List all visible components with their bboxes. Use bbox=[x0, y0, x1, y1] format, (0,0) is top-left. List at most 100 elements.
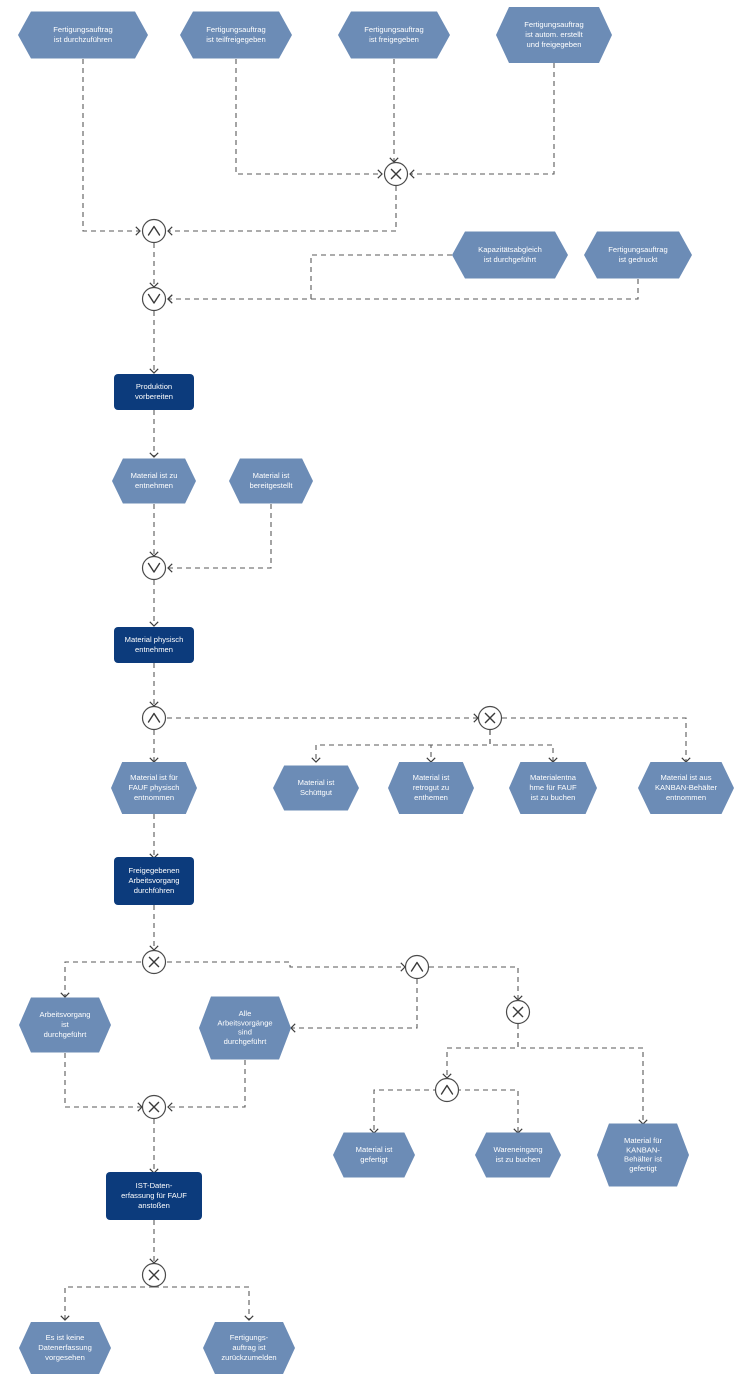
edge-e2-to-c1 bbox=[235, 59, 383, 179]
connector-and[interactable] bbox=[404, 954, 430, 980]
event-hexagon bbox=[452, 231, 568, 279]
xor-glyph-icon bbox=[148, 1269, 160, 1281]
arrowhead-icon bbox=[149, 368, 159, 374]
event-hexagon bbox=[584, 231, 692, 279]
edge-c10-to-e16 bbox=[369, 1089, 447, 1134]
event-hexagon bbox=[19, 997, 111, 1053]
connector-xor[interactable] bbox=[383, 161, 409, 187]
or-glyph-icon bbox=[147, 293, 161, 304]
and-connector-circle bbox=[141, 218, 167, 244]
connector-or[interactable] bbox=[141, 286, 167, 312]
event-hexagon bbox=[638, 762, 734, 814]
connector-xor[interactable] bbox=[477, 705, 503, 731]
event-hexagon bbox=[273, 765, 359, 811]
xor-glyph-icon bbox=[512, 1006, 524, 1018]
connector-xor[interactable] bbox=[505, 999, 531, 1025]
connector-and[interactable] bbox=[141, 705, 167, 731]
edges-layer bbox=[60, 59, 691, 1321]
function-rect bbox=[106, 1172, 202, 1220]
edge-c6-to-e11 bbox=[426, 730, 491, 763]
connector-or[interactable] bbox=[141, 555, 167, 581]
edge-c9-to-c10 bbox=[442, 1024, 519, 1079]
connector-and[interactable] bbox=[434, 1077, 460, 1103]
arrowhead-icon bbox=[244, 1315, 254, 1321]
edge-c9-to-e18 bbox=[517, 1024, 648, 1125]
or-connector-circle bbox=[141, 286, 167, 312]
edge-c3-to-f1 bbox=[149, 311, 159, 374]
edge-e14-to-c11 bbox=[64, 1053, 143, 1112]
event-hexagon bbox=[229, 458, 313, 504]
edge-c2-to-c3 bbox=[149, 243, 159, 288]
edge-e6-to-c3 bbox=[167, 279, 639, 304]
xor-glyph-icon bbox=[390, 168, 402, 180]
arrowhead-icon bbox=[60, 1315, 70, 1321]
edge-c6-to-e10 bbox=[311, 730, 491, 763]
event-hexagon bbox=[509, 762, 597, 814]
edge-c7-to-e14 bbox=[60, 961, 141, 998]
edge-f4-to-c12 bbox=[149, 1220, 159, 1264]
function-rect bbox=[114, 374, 194, 410]
arrowhead-icon bbox=[167, 563, 173, 573]
event-hexagon bbox=[388, 762, 474, 814]
arrowhead-icon bbox=[167, 226, 173, 236]
arrowhead-icon bbox=[638, 1119, 648, 1125]
edge-c12-to-e20 bbox=[154, 1286, 254, 1321]
connector-xor[interactable] bbox=[141, 1262, 167, 1288]
connector-xor[interactable] bbox=[141, 1094, 167, 1120]
or-glyph-icon bbox=[147, 562, 161, 573]
edge-c10-to-e17 bbox=[447, 1089, 523, 1134]
event-hexagon bbox=[112, 458, 196, 504]
connector-and[interactable] bbox=[141, 218, 167, 244]
event-hexagon bbox=[111, 762, 197, 814]
connector-xor[interactable] bbox=[141, 949, 167, 975]
edge-c5-to-c6 bbox=[167, 713, 479, 723]
edge-c12-to-e19 bbox=[60, 1286, 154, 1321]
edge-f3-to-c7 bbox=[149, 905, 159, 951]
function-rect bbox=[114, 627, 194, 663]
event-hexagon bbox=[496, 7, 612, 63]
arrowhead-icon bbox=[167, 294, 173, 304]
edge-c4-to-f2 bbox=[149, 580, 159, 627]
arrowhead-icon bbox=[311, 757, 321, 763]
